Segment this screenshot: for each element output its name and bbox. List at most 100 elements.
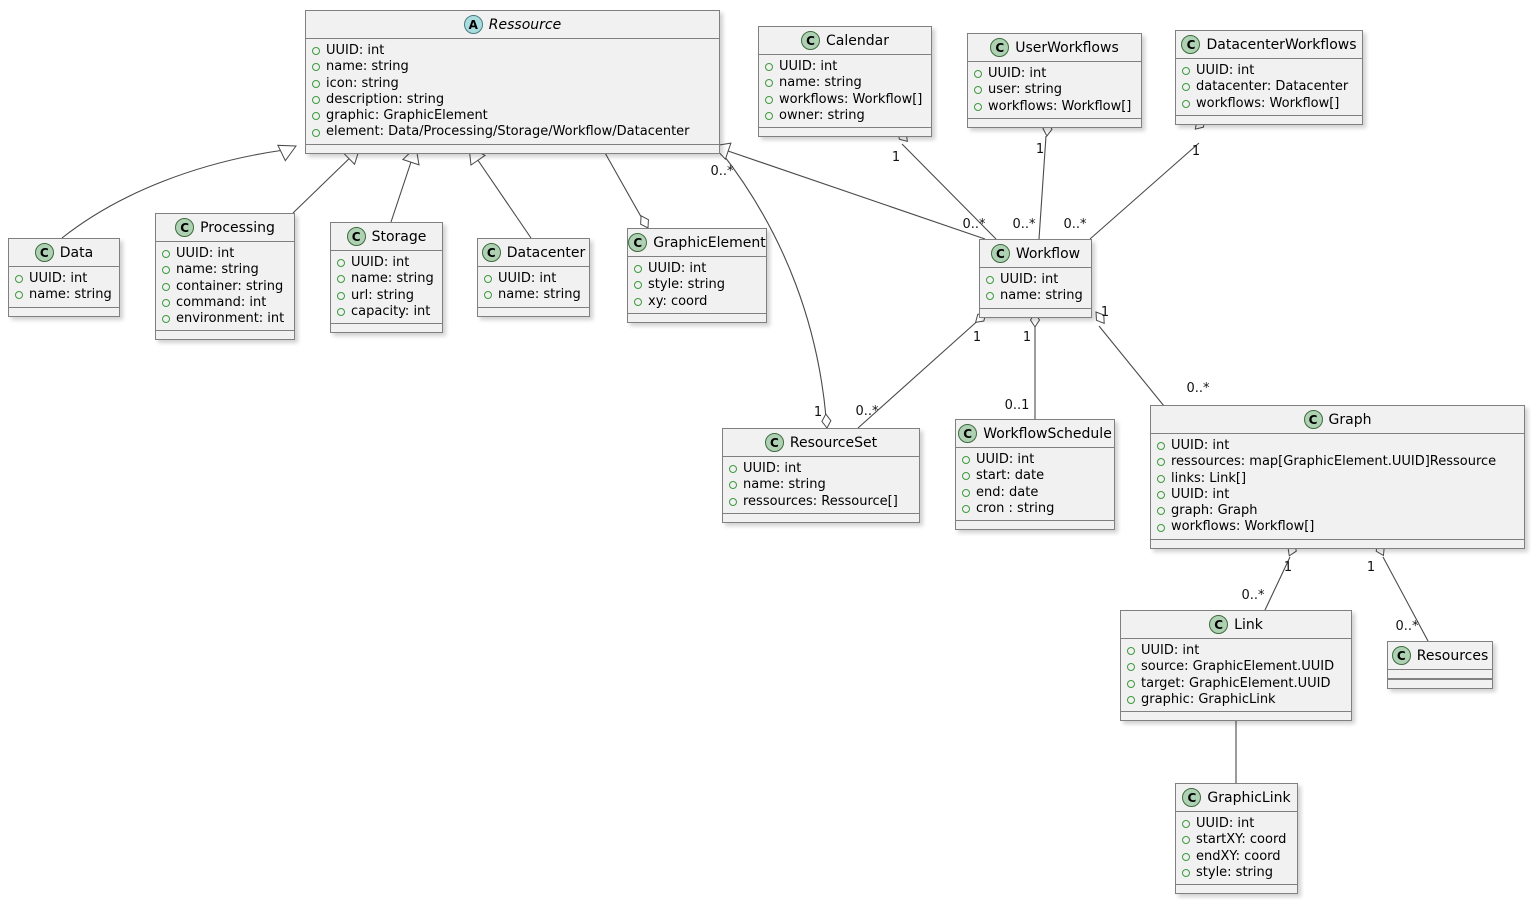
attribute-row: UUID: int <box>1176 63 1362 79</box>
field-visibility-icon <box>15 275 23 284</box>
attribute-row: graph: Graph <box>1151 503 1524 519</box>
class-icon: C <box>1182 788 1202 807</box>
class-icon: C <box>1391 646 1411 665</box>
attribute-row: name: string <box>478 287 589 303</box>
field-visibility-icon <box>974 70 982 79</box>
class-name: Workflow <box>1015 245 1081 262</box>
multiplicity-label: 1 <box>1284 560 1292 575</box>
field-visibility-icon <box>162 266 170 275</box>
field-visibility-icon <box>162 315 170 324</box>
multiplicity-label: 1 <box>1101 305 1109 320</box>
multiplicity-label: 1 <box>1367 560 1375 575</box>
attribute-text: UUID: int <box>1000 272 1059 287</box>
attribute-row: style: string <box>1176 865 1297 881</box>
field-visibility-icon <box>1182 820 1190 829</box>
methods-compartment <box>478 306 589 316</box>
edge-calendar-workflow-aggregation <box>901 143 997 240</box>
attribute-row: element: Data/Processing/Storage/Workflo… <box>306 124 719 140</box>
attribute-row: end: date <box>956 485 1114 501</box>
field-visibility-icon <box>1182 836 1190 845</box>
multiplicity-label: 1 <box>814 405 822 420</box>
attribute-row: url: string <box>331 288 442 304</box>
attribute-row: UUID: int <box>759 59 931 75</box>
attribute-row: UUID: int <box>1176 816 1297 832</box>
attribute-text: source: GraphicElement.UUID <box>1141 659 1335 675</box>
attribute-row: UUID: int <box>1151 487 1524 503</box>
attribute-row: UUID: int <box>306 43 719 59</box>
field-visibility-icon <box>634 265 642 274</box>
class-icon: C <box>958 424 978 443</box>
class-name: GraphicElement <box>653 234 766 251</box>
attribute-row: description: string <box>306 92 719 108</box>
multiplicity-label: 1 <box>1023 330 1031 345</box>
attribute-row: startXY: coord <box>1176 832 1297 848</box>
attribute-text: graphic: GraphicLink <box>1141 691 1276 707</box>
field-visibility-icon <box>729 497 737 506</box>
field-visibility-icon <box>312 96 320 105</box>
attribute-row: workflows: Workflow[] <box>759 92 931 108</box>
class-name: Calendar <box>826 32 889 49</box>
methods-compartment <box>968 117 1141 127</box>
methods-compartment <box>1151 538 1524 548</box>
methods-compartment <box>9 306 119 316</box>
attribute-row: endXY: coord <box>1176 849 1297 865</box>
attribute-text: datacenter: Datacenter <box>1196 79 1349 95</box>
multiplicity-label: 0..1 <box>1005 398 1030 413</box>
edge-workflow-ressource-inheritance <box>727 150 986 240</box>
field-visibility-icon <box>1127 647 1135 656</box>
attribute-text: UUID: int <box>1196 816 1255 831</box>
attribute-text: style: string <box>1196 864 1274 880</box>
inheritance-arrow-icon <box>277 144 297 162</box>
attribute-row: name: string <box>156 262 294 278</box>
field-visibility-icon <box>15 291 23 300</box>
edge-userworkflows-workflow-aggregation <box>1038 135 1047 240</box>
attribute-row: UUID: int <box>9 271 119 287</box>
class-title-calendar: C Calendar <box>759 27 931 55</box>
attribute-text: capacity: int <box>351 303 431 319</box>
attribute-row: UUID: int <box>723 461 919 477</box>
attribute-row: graphic: GraphicElement <box>306 108 719 124</box>
attribute-text: command: int <box>176 294 267 310</box>
attribute-row: graphic: GraphicLink <box>1121 692 1351 708</box>
field-visibility-icon <box>312 79 320 88</box>
field-visibility-icon <box>312 47 320 56</box>
class-icon: C <box>801 31 821 50</box>
field-visibility-icon <box>337 259 345 268</box>
methods-compartment <box>628 312 766 322</box>
attribute-text: user: string <box>988 82 1062 98</box>
field-visibility-icon <box>1127 663 1135 672</box>
attribute-text: UUID: int <box>743 461 802 476</box>
field-visibility-icon <box>1127 696 1135 705</box>
field-visibility-icon <box>765 63 773 72</box>
multiplicity-label: 0..* <box>1063 217 1087 232</box>
class-name: ResourceSet <box>789 434 878 451</box>
field-visibility-icon <box>312 112 320 121</box>
edge-resourceset-ressource-aggregation <box>721 152 827 418</box>
attribute-row: icon: string <box>306 76 719 92</box>
class-name: Datacenter <box>506 244 586 261</box>
field-visibility-icon <box>484 275 492 284</box>
aggregation-diamond-icon <box>640 215 649 229</box>
empty-compartment <box>1388 670 1492 679</box>
attribute-text: UUID: int <box>351 255 410 270</box>
attribute-text: icon: string <box>326 75 399 91</box>
class-name: Link <box>1234 616 1263 633</box>
multiplicity-label: 0..* <box>1012 217 1036 232</box>
attribute-row: style: string <box>628 277 766 293</box>
